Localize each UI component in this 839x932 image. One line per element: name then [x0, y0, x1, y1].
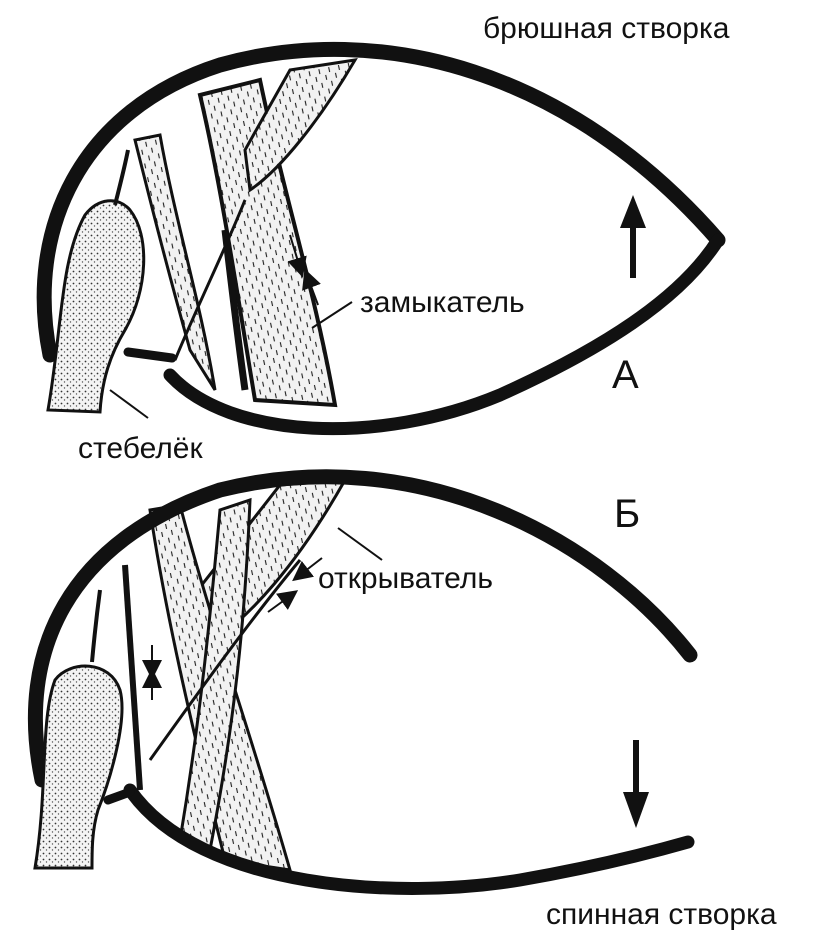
- arrow-up-icon: [620, 195, 646, 278]
- stalk-root-b: [92, 590, 100, 662]
- opener-label: открыватель: [318, 562, 493, 595]
- hinge-b: [108, 792, 130, 800]
- dorsal-valve-label: спинная створка: [546, 898, 777, 931]
- opener-arrow-b-2: [268, 596, 290, 612]
- panel-a-label: А: [612, 353, 639, 397]
- muscle-band-b-5: [125, 565, 140, 790]
- panel-b-label: Б: [614, 492, 640, 536]
- stalk-b: [35, 666, 122, 868]
- arrow-down-icon: [623, 740, 649, 828]
- stalk-label: стебелёк: [78, 432, 203, 465]
- stalk-a: [48, 201, 144, 412]
- ventral-valve-label: брюшная створка: [483, 12, 730, 45]
- adductor-label: замыкатель: [360, 286, 525, 319]
- hinge-a: [128, 352, 172, 358]
- stalk-root-a: [115, 150, 128, 205]
- panel-b-open-shell: [35, 477, 690, 889]
- stalk-leader-a: [110, 390, 148, 418]
- opener-leader-b: [338, 528, 382, 560]
